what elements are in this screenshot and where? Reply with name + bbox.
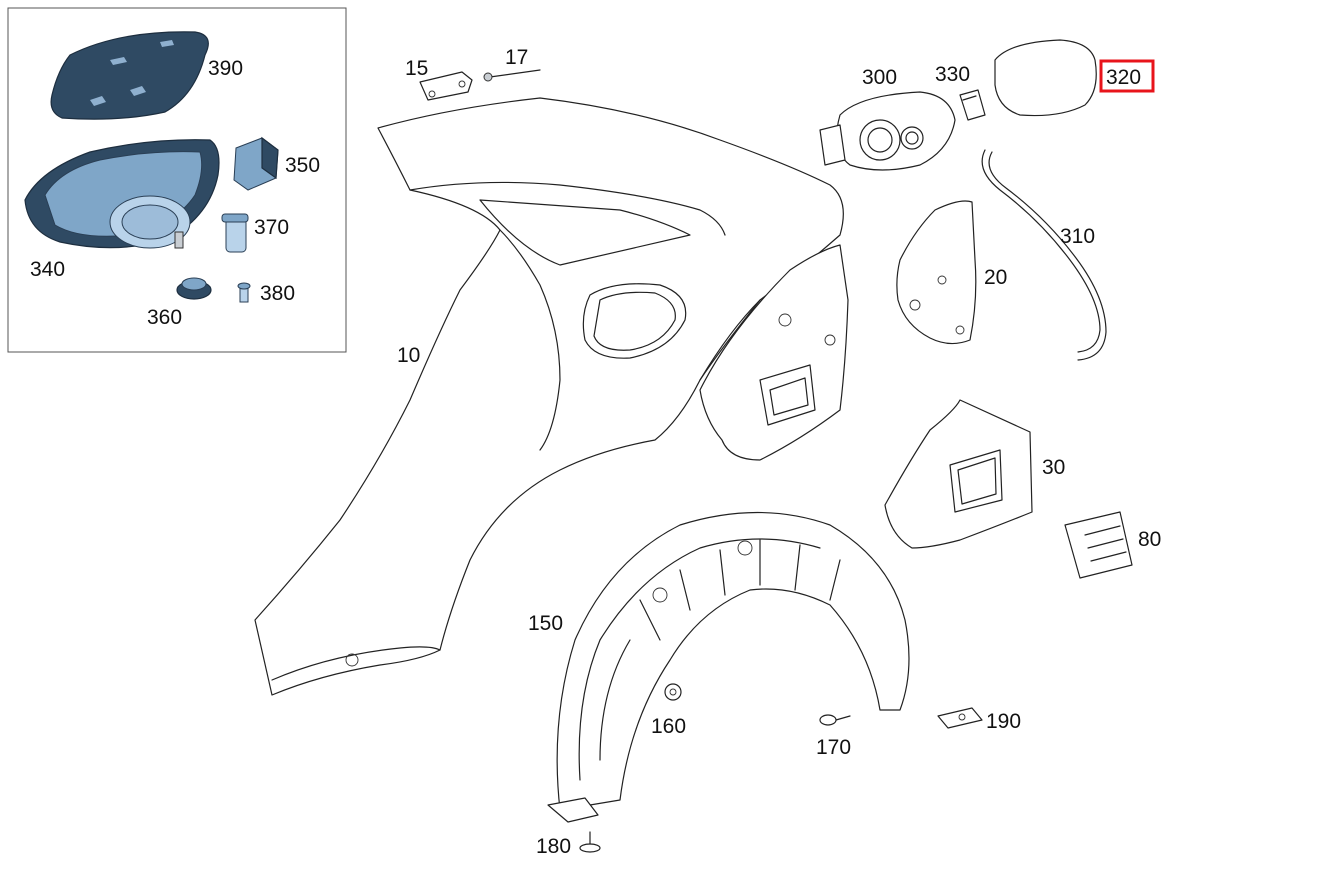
part-320-fuel-flap[interactable] bbox=[994, 39, 1097, 117]
part-15-bracket[interactable] bbox=[419, 71, 473, 101]
callout-30[interactable]: 30 bbox=[1042, 456, 1065, 479]
part-inner-structure bbox=[699, 244, 849, 461]
callout-320[interactable]: 320 bbox=[1106, 66, 1141, 89]
part-310-drain-hose[interactable] bbox=[981, 149, 1107, 361]
part-340-filler-housing[interactable] bbox=[24, 139, 220, 249]
part-390-flap-cover[interactable] bbox=[50, 31, 209, 120]
part-20-reinforcement[interactable] bbox=[896, 200, 977, 345]
part-10-quarter-panel[interactable] bbox=[254, 97, 844, 696]
part-160-clip[interactable] bbox=[664, 683, 682, 701]
inset-panel: 390 350 370 340 360 380 bbox=[7, 7, 347, 353]
callout-380[interactable]: 380 bbox=[260, 282, 295, 305]
callout-360[interactable]: 360 bbox=[147, 306, 182, 329]
callout-80[interactable]: 80 bbox=[1138, 528, 1161, 551]
part-150-wheel-arch-liner[interactable] bbox=[547, 511, 910, 823]
callout-17[interactable]: 17 bbox=[505, 46, 528, 69]
part-350-actuator[interactable] bbox=[233, 136, 279, 191]
part-330-lock[interactable] bbox=[959, 89, 986, 121]
callout-310[interactable]: 310 bbox=[1060, 225, 1095, 248]
callout-190[interactable]: 190 bbox=[986, 710, 1021, 733]
callout-340[interactable]: 340 bbox=[30, 258, 65, 281]
callout-150[interactable]: 150 bbox=[528, 612, 563, 635]
callout-180[interactable]: 180 bbox=[536, 835, 571, 858]
callout-390[interactable]: 390 bbox=[208, 57, 243, 80]
callout-350[interactable]: 350 bbox=[285, 154, 320, 177]
callout-15[interactable]: 15 bbox=[405, 57, 428, 80]
part-360-grommet[interactable] bbox=[176, 277, 212, 300]
callout-370[interactable]: 370 bbox=[254, 216, 289, 239]
callout-160[interactable]: 160 bbox=[651, 715, 686, 738]
callout-320-highlight[interactable]: 320 bbox=[1099, 59, 1155, 93]
callout-10[interactable]: 10 bbox=[397, 344, 420, 367]
part-380-clip[interactable] bbox=[237, 282, 251, 303]
part-30-inner-panel[interactable] bbox=[884, 399, 1033, 549]
callout-330[interactable]: 330 bbox=[935, 63, 970, 86]
part-180-screw[interactable] bbox=[579, 831, 601, 853]
part-80-vent[interactable] bbox=[1064, 511, 1133, 579]
part-370-pin[interactable] bbox=[221, 213, 249, 253]
part-170-push-rivet[interactable] bbox=[819, 714, 851, 726]
part-17-rod[interactable] bbox=[483, 69, 541, 82]
part-300-filler-housing[interactable] bbox=[819, 91, 956, 171]
part-190-nut-clip[interactable] bbox=[937, 707, 983, 729]
callout-300[interactable]: 300 bbox=[862, 66, 897, 89]
callout-20[interactable]: 20 bbox=[984, 266, 1007, 289]
callout-170[interactable]: 170 bbox=[816, 736, 851, 759]
